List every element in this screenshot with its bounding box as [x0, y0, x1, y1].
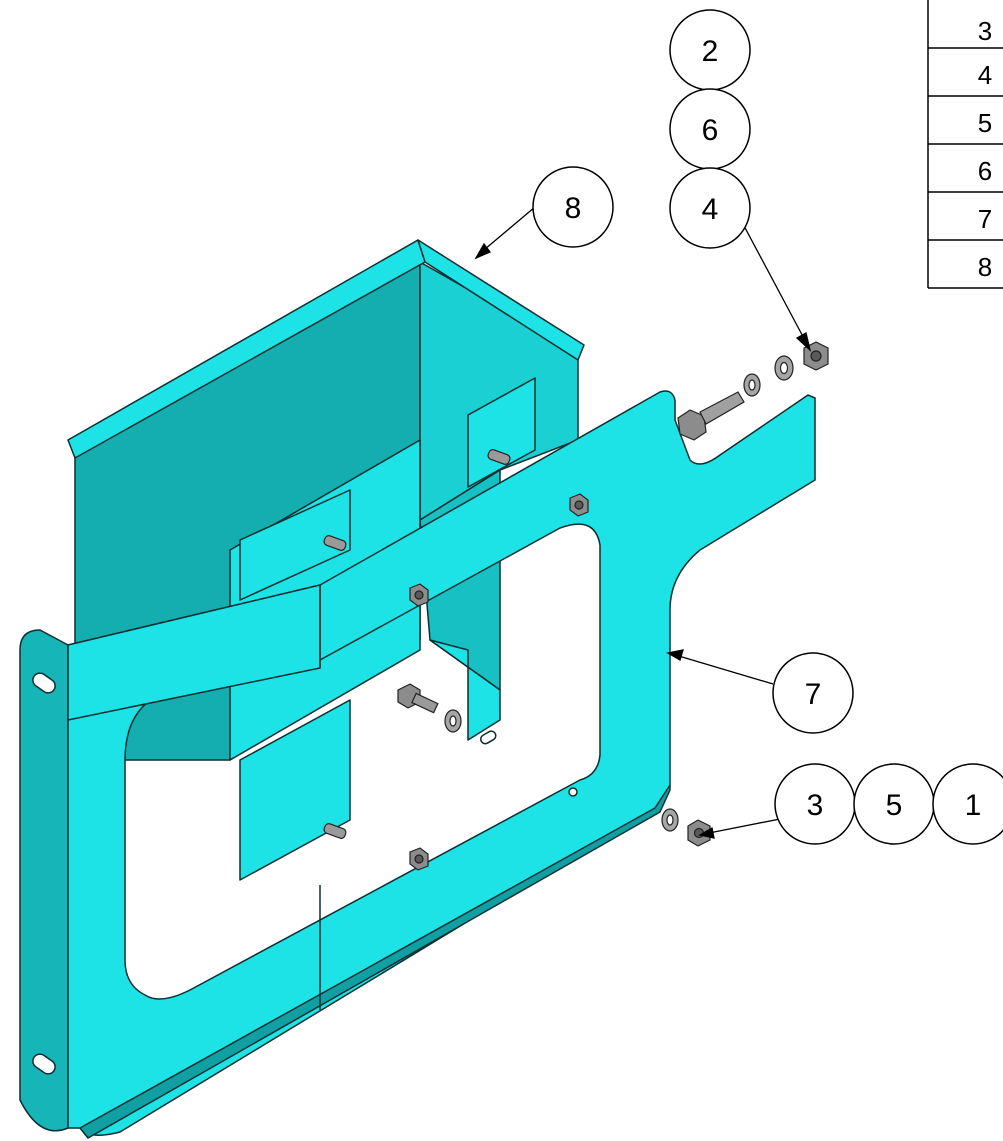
balloon-item-8: 8 — [532, 166, 614, 248]
washer-icon — [774, 355, 794, 381]
mounting-slot — [32, 1053, 56, 1075]
bom-item-number: 8 — [978, 252, 992, 282]
bom-item-number: 3 — [978, 16, 992, 46]
balloon-item-5: 5 — [853, 763, 935, 845]
bom-item-number: 4 — [978, 60, 992, 90]
part-8-box-bracket — [67, 239, 585, 881]
stud-icon — [323, 823, 347, 839]
balloon-label: 7 — [805, 678, 822, 711]
callout-balloons: 2 6 4 8 7 3 5 1 — [532, 9, 1003, 845]
balloon-item-4: 4 — [669, 167, 751, 249]
bom-table: 3 4 5 6 7 8 — [927, 0, 1003, 289]
balloon-label: 4 — [702, 193, 719, 226]
stud-icon — [323, 535, 347, 551]
balloon-item-3: 3 — [774, 763, 856, 845]
hardware-nuts — [323, 449, 589, 871]
bom-item-number: 7 — [978, 204, 992, 234]
balloon-label: 8 — [565, 192, 582, 225]
balloon-item-2: 2 — [669, 9, 751, 91]
balloon-item-7: 7 — [772, 652, 854, 734]
balloon-label: 5 — [886, 789, 903, 822]
balloon-item-1: 1 — [932, 763, 1003, 845]
bolt-icon — [677, 391, 745, 441]
washer-icon — [743, 373, 761, 397]
leader-lines — [474, 195, 812, 839]
balloon-label: 2 — [702, 35, 719, 68]
nut-icon — [409, 583, 429, 607]
bom-item-number: 6 — [978, 156, 992, 186]
balloon-label: 6 — [702, 114, 719, 147]
nut-icon — [687, 819, 711, 847]
bom-item-number: 5 — [978, 108, 992, 138]
nut-icon — [409, 847, 429, 871]
part-7-mounting-plate — [19, 390, 816, 1139]
mounting-slot — [32, 672, 56, 694]
balloon-label: 1 — [965, 789, 982, 822]
bolt-icon — [397, 683, 439, 714]
balloon-item-6: 6 — [669, 88, 751, 170]
exploded-hardware-bottom — [661, 808, 711, 847]
washer-icon — [444, 709, 462, 733]
stud-icon — [487, 449, 511, 465]
washer-icon — [661, 808, 679, 832]
balloon-label: 3 — [807, 789, 824, 822]
nut-icon — [569, 493, 589, 517]
